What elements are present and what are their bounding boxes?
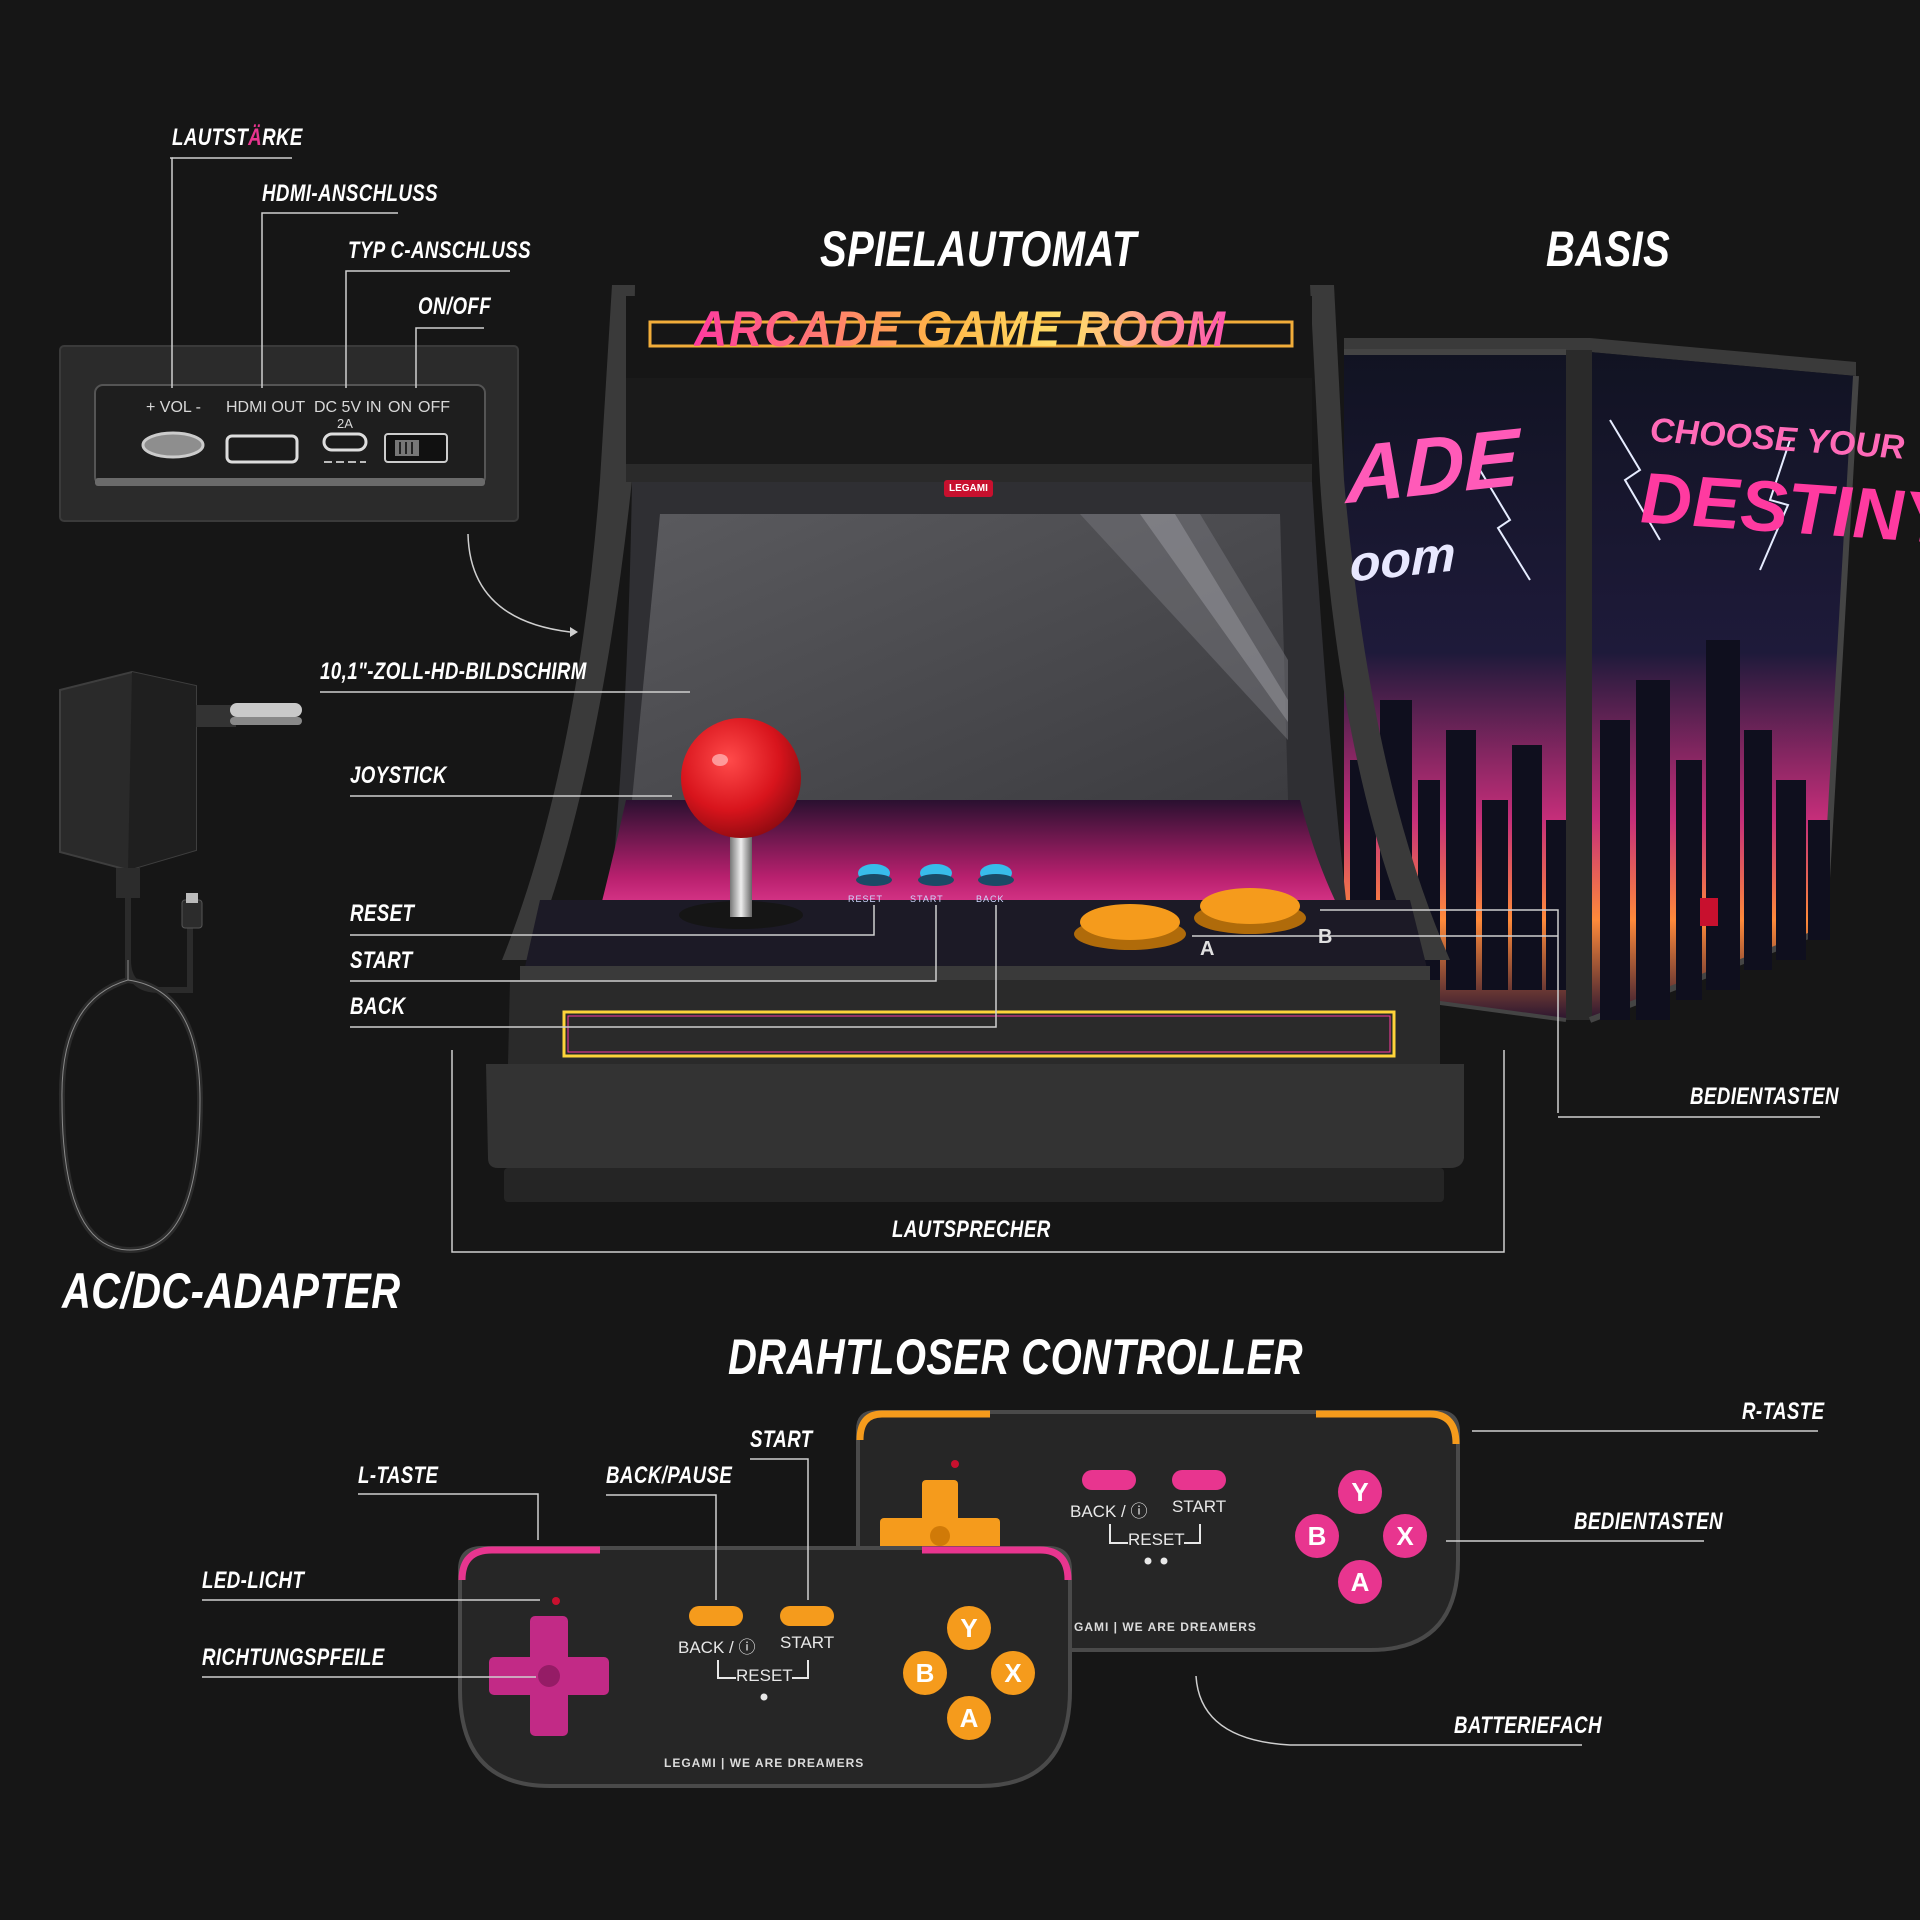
start-tiny-label: START [910,894,944,904]
ctrl-start-pill[interactable] [780,1606,834,1626]
joystick-label: JOYSTICK [350,762,447,789]
back-ctrl-x[interactable] [1383,1514,1427,1558]
volume-wheel[interactable] [141,431,205,459]
back-ctrl-back-text: BACK / ⓘ [1070,1502,1148,1521]
r-button-label: R-TASTE [1742,1398,1825,1425]
port-dc-label: DC 5V IN [314,399,382,416]
title-base: BASIS [1546,221,1671,277]
ctrl-back-pill[interactable] [689,1606,743,1626]
ctrl-a[interactable] [947,1696,991,1740]
base-art-left2: oom [1350,525,1456,593]
title-arcade: SPIELAUTOMAT [820,221,1137,277]
ctrl-y[interactable] [947,1606,991,1650]
ctrl-y-text: Y [960,1613,978,1643]
port-callout-lines [170,157,578,637]
plug-prong [230,703,302,717]
a-button[interactable] [1080,904,1180,940]
lightning [1609,419,1661,541]
back-tiny-label: BACK [976,894,1005,904]
ctrl-x-text: X [1004,1658,1022,1688]
onoff-label: ON/OFF [418,293,492,320]
back-ctrl-start-pill[interactable] [1172,1470,1226,1490]
port-panel [59,345,519,522]
controller-front [458,1546,1072,1788]
port-on-label: ON [388,399,412,416]
a-letter: A [1200,938,1215,960]
reset-tiny-label: RESET [848,894,884,904]
ctrl-x[interactable] [991,1651,1035,1695]
port-off-label: OFF [418,399,450,416]
title-adapter: AC/DC-ADAPTER [62,1263,401,1319]
back-ctrl-y-text: Y [1351,1477,1369,1507]
reset-label: RESET [350,900,415,927]
port-vol-label: + VOL - [146,399,201,416]
city-skyline-right [1600,640,1830,1020]
battery-label: BATTERIEFACH [1454,1712,1602,1739]
ctrl-brand: LEGAMI | WE ARE DREAMERS [664,1756,865,1770]
typec-port[interactable] [322,432,368,452]
volume-label-part2: RKE [262,124,303,151]
back-ctrl-b[interactable] [1295,1514,1339,1558]
ctrl-b[interactable] [903,1651,947,1695]
b-letter: B [1318,926,1333,948]
marquee-neon [648,320,1294,348]
back-ctrl-back-pill[interactable] [1082,1470,1136,1490]
led-light [552,1597,560,1605]
ctrl-a-text: A [959,1703,979,1733]
joystick-ball[interactable] [681,718,801,838]
back-ctrl-brand: GAMI | WE ARE DREAMERS [1074,1620,1257,1634]
hdmi-label: HDMI-ANSCHLUSS [262,180,439,207]
control-buttons-label: BEDIENTASTEN [1690,1083,1839,1110]
ctrl-buttons-label: BEDIENTASTEN [1574,1508,1723,1535]
l-button-label: L-TASTE [358,1462,439,1489]
hdmi-port[interactable] [225,434,299,464]
title-controller: DRAHTLOSER CONTROLLER [728,1329,1304,1385]
b-button[interactable] [1200,888,1300,924]
screen-label: 10,1"-ZOLL-HD-BILDSCHIRM [320,658,587,685]
arcade-cabinet [486,285,1464,1202]
joystick-shaft [730,835,752,917]
back-ctrl-reset-text: RESET [1128,1530,1185,1549]
port-dc-amp-label: 2A [337,416,353,431]
back-ctrl-y[interactable] [1338,1470,1382,1514]
port-hdmi-label: HDMI OUT [226,399,306,416]
back-ctrl-x-text: X [1396,1521,1414,1551]
back-ctrl-a[interactable] [1338,1560,1382,1604]
legami-logo: LEGAMI [944,480,993,497]
ctrl-back-text: BACK / ⓘ [678,1638,756,1657]
arcade-callout-lines [320,691,1820,1253]
volume-label-accent: Ä [248,124,263,151]
volume-label-part: LAUTST [172,124,249,151]
start-label: START [350,947,413,974]
ctrl-start-label: START [750,1426,813,1453]
dpad-label: RICHTUNGSPFEILE [202,1644,385,1671]
controller-callout-lines [202,1430,1818,1746]
back-pause-label: BACK/PAUSE [606,1462,733,1489]
speaker-neon [562,1010,1396,1058]
back-ctrl-a-text: A [1350,1567,1370,1597]
ac-dc-adapter [58,670,302,1254]
ctrl-reset-text: RESET [736,1666,793,1685]
typec-label: TYP C-ANSCHLUSS [348,237,532,264]
speaker-label: LAUTSPRECHER [892,1216,1051,1243]
ctrl-start-text: START [780,1633,835,1652]
back-ctrl-start-text: START [1172,1497,1227,1516]
ctrl-b-text: B [915,1658,935,1688]
hd-screen [632,514,1288,800]
volume-label: LAUTSTÄRKE [172,124,303,152]
base-art-left: ADE [1346,411,1520,522]
back-ctrl-b-text: B [1307,1521,1327,1551]
led-label: LED-LICHT [202,1567,305,1594]
back-label: BACK [350,993,406,1020]
marquee-text: ARCADE GAME ROOM [694,301,1227,357]
